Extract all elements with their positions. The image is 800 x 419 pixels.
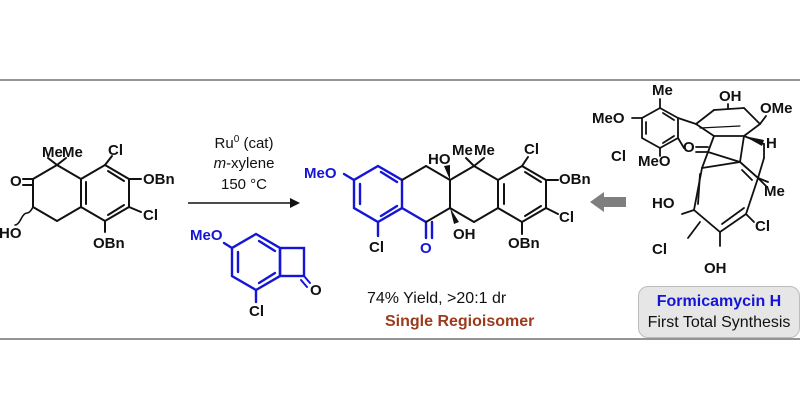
product-meo-label: MeO [304,165,337,182]
product-me-label-1: Me [452,142,473,159]
target-ome-label: OMe [760,100,793,117]
cb-o-label: O [310,282,322,299]
sm-obn-label-2: OBn [93,235,125,252]
product-obn-label-1: OBn [559,171,591,188]
target-meo-label-1: MeO [592,110,625,127]
product [342,156,559,240]
product-me-label-2: Me [474,142,495,159]
target-subtitle: First Total Synthesis [647,314,791,331]
retro-arrow [590,192,626,212]
sm-ho-label: HO [0,225,22,242]
sm-ketone-o-label: O [10,173,22,190]
solvent-label: m-xylene [213,155,275,172]
temperature-label: 150 °C [220,176,268,193]
sm-me-label-2: Me [62,144,83,161]
formicamycin-wedge [744,136,764,146]
product-cl-label-3: Cl [369,239,384,256]
target-oh-label-1: OH [719,88,742,105]
sm-obn-label-1: OBn [143,171,175,188]
target-oh-label-2: OH [704,260,727,277]
target-name-box: Formicamycin H First Total Synthesis [638,286,800,338]
sm-me-label-1: Me [42,144,63,161]
target-meo-label-2: MeO [638,153,671,170]
target-name: Formicamycin H [656,293,782,310]
product-carbonyl-o-label: O [420,240,432,257]
target-h-label: H [766,135,777,152]
target-me-label-1: Me [652,82,673,99]
target-cl-label-3: Cl [652,241,667,258]
target-o-label: O [683,139,695,156]
starting-material [14,155,142,233]
target-cl-label-2: Cl [755,218,770,235]
reaction-arrow [188,198,300,208]
regioselectivity-text: Single Regioisomer [385,313,535,330]
product-obn-label-2: OBn [508,235,540,252]
sm-cl-label-2: Cl [143,207,158,224]
target-ho-label: HO [652,195,675,212]
catalyst-label: Ru0 (cat) [214,134,274,152]
product-oh-label: OH [453,226,476,243]
target-cl-label-1: Cl [611,148,626,165]
formicamycin-structure [631,98,769,247]
yield-text: 74% Yield, >20:1 dr [367,290,507,307]
product-ho-label: HO [428,151,451,168]
target-me-label-2: Me [764,183,785,200]
cb-meo-label: MeO [190,227,223,244]
product-cl-label-2: Cl [559,209,574,226]
benzocyclobutenone [222,232,311,304]
product-cl-label-1: Cl [524,141,539,158]
cb-cl-label: Cl [249,303,264,320]
sm-cl-label-1: Cl [108,142,123,159]
